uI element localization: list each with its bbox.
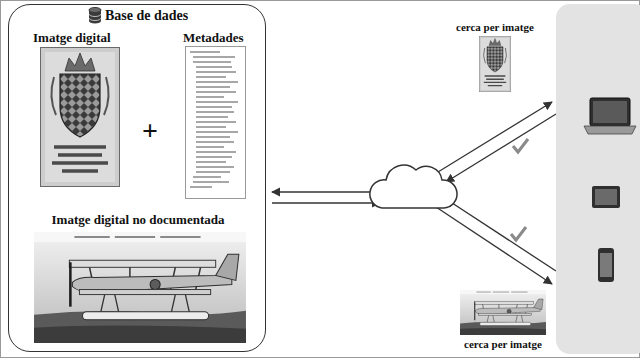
arrows (272, 202, 380, 203)
metadata-document (186, 47, 246, 199)
database-icon (89, 14, 101, 21)
metadata-document (186, 47, 246, 199)
undocumented-image-heading: Imatge digital no documentada (48, 211, 229, 230)
airplane-photo (34, 232, 246, 343)
device-panel (556, 4, 640, 354)
heading: Base de dades (105, 8, 265, 24)
arrows (446, 199, 556, 271)
database-icon (89, 8, 101, 13)
phone (600, 253, 612, 277)
tablet (592, 186, 620, 208)
laptop (584, 126, 636, 134)
plus-sign: + (142, 116, 158, 147)
metadata-heading: Metadades (179, 29, 248, 48)
database-panel: Imatge digital MetadadesImatge digital no… (8, 4, 266, 352)
laptop (584, 98, 636, 134)
laptop (590, 98, 630, 126)
heading: Metadades (183, 31, 244, 46)
query-airplane (460, 290, 546, 335)
search-label: cerca per imatge (464, 338, 542, 350)
tablet (592, 186, 620, 208)
heading: Imatge digital no documentada (52, 213, 225, 228)
arrows (438, 102, 552, 172)
phone (598, 248, 614, 282)
search-label: cerca per imatge (456, 21, 534, 33)
metadata-document (190, 52, 238, 187)
arrows (436, 207, 552, 284)
query-poster (479, 36, 511, 92)
database-icon (89, 8, 101, 24)
phone (598, 248, 614, 282)
image-heading: Imatge digital (29, 29, 115, 48)
laptop (593, 101, 627, 123)
arrows (272, 191, 380, 192)
heading: Imatge digital (33, 31, 111, 46)
checkmark (511, 139, 528, 240)
arrows (446, 114, 556, 182)
arrows (272, 102, 556, 284)
poster-image (41, 48, 120, 187)
tablet (595, 189, 617, 205)
cloud (370, 165, 457, 208)
